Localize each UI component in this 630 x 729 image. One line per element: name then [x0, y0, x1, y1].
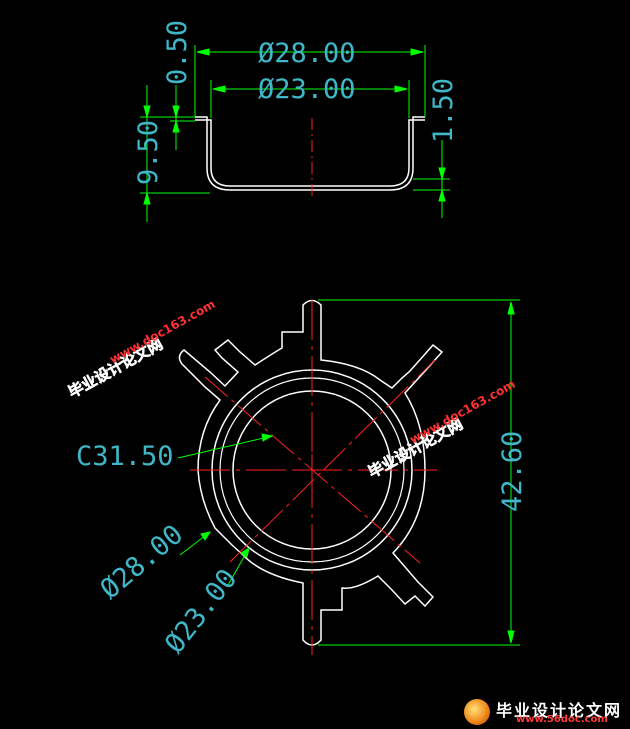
dim-step: [413, 140, 450, 218]
plan-centerlines: [190, 300, 437, 655]
dim-step-text: 1.50: [428, 78, 459, 143]
footer-url: www.56doc.com: [516, 714, 608, 725]
plan-inner-text: Ø23.00: [159, 563, 243, 659]
logo-orb-icon: [464, 699, 490, 725]
plan-outer-text: Ø28.00: [95, 519, 190, 605]
dim-overall-height: [318, 299, 520, 646]
dim-top-outer-text: Ø28.00: [258, 38, 356, 69]
footer-logo: 毕业设计论文网 www.56doc.com: [462, 699, 622, 725]
section-view: Ø28.00 Ø23.00 0.50 9.50: [133, 20, 459, 222]
watermark-1: 毕业设计论文网 www.doc163.com: [65, 297, 218, 402]
dim-top-inner: [210, 80, 410, 118]
plan-outer-leader: [179, 531, 212, 556]
chamfer-leader: [177, 433, 274, 459]
dim-height-text: 9.50: [133, 120, 164, 185]
cup-profile-inner: [195, 119, 425, 187]
chamfer-text: C31.50: [76, 441, 174, 472]
watermark-1-url: www.doc163.com: [107, 297, 217, 367]
footer-title: 毕业设计论文网: [496, 701, 623, 720]
dim-thickness-text: 0.50: [162, 20, 193, 85]
plan-outer-outline: [178, 299, 444, 646]
overall-height-text: 42.60: [497, 431, 528, 512]
plan-inner-leader: [227, 546, 250, 586]
dim-top-inner-text: Ø23.00: [258, 74, 356, 105]
cup-profile-outer: [195, 116, 425, 191]
dim-top-outer: [194, 45, 426, 117]
dim-height: [140, 85, 210, 222]
